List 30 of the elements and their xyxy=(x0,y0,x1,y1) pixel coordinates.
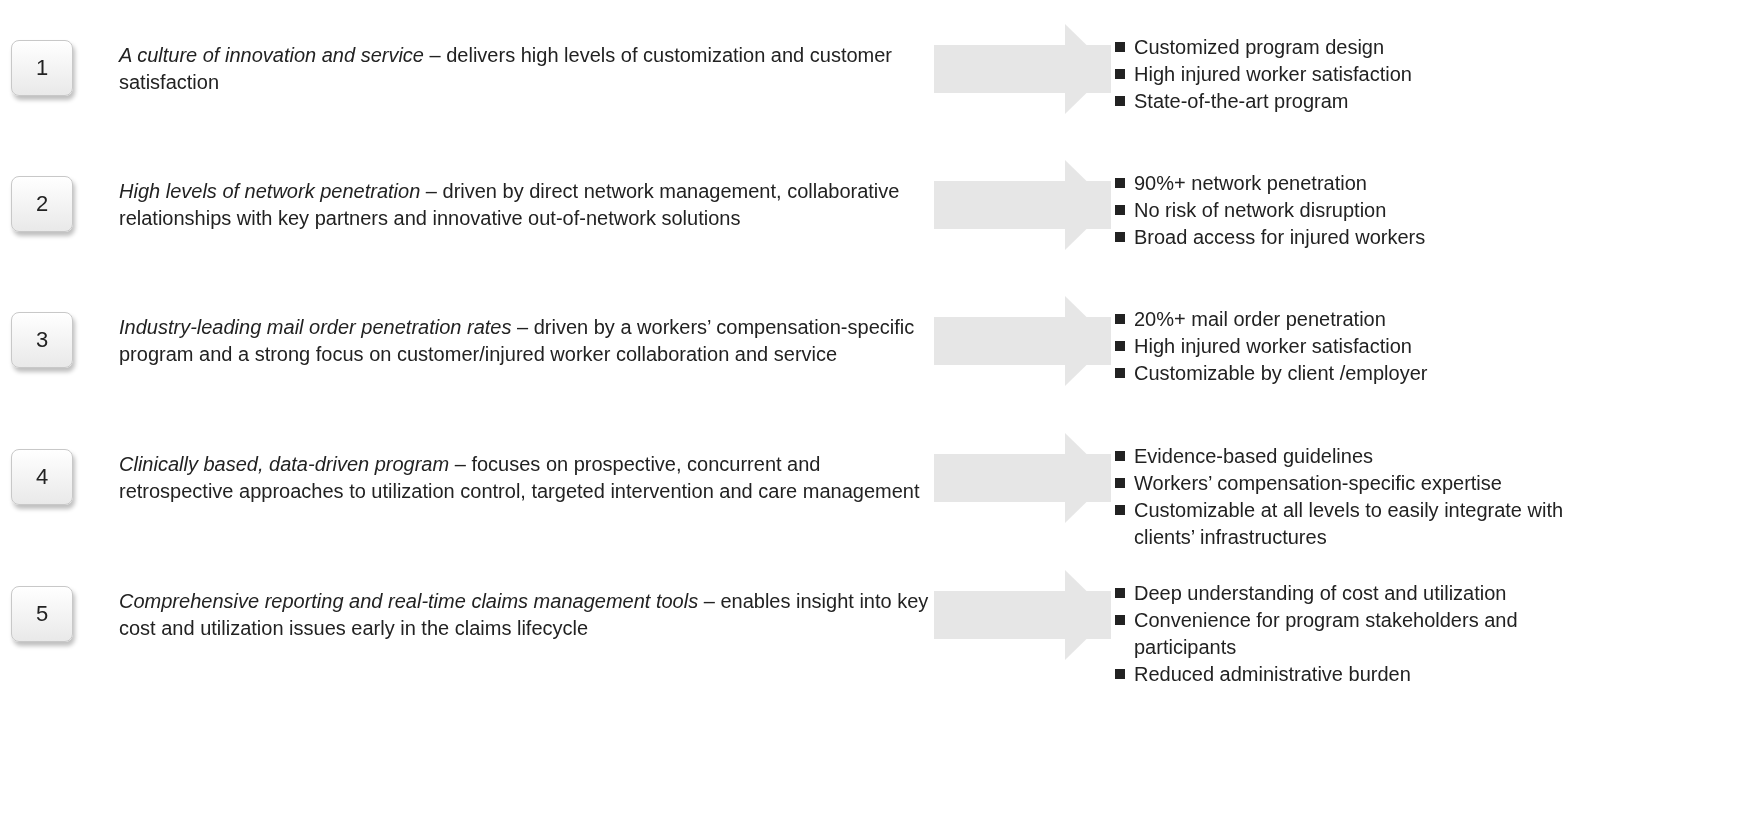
bullet-text: No risk of network disruption xyxy=(1134,198,1387,223)
description-text: Industry-leading mail order penetration rates – driven by a workers’ compensation-specific program and a strong focus on customer/injured worker collaboration and service xyxy=(119,314,934,368)
number-badge: 2 xyxy=(11,176,73,232)
description-text: Comprehensive reporting and real-time claims management tools – enables insight into key cost and utilization issues early in the claims lifecycle xyxy=(119,588,934,642)
description-text: Clinically based, data-driven program – focuses on prospective, concurrent and retrospective approaches to utilization control, targeted intervention and care management xyxy=(119,451,934,505)
number-badge: 5 xyxy=(11,586,73,642)
bullet-text: Customized program design xyxy=(1134,35,1385,60)
block-arrow xyxy=(934,160,1111,250)
description-text: A culture of innovation and service – delivers high levels of customization and customer satisfaction xyxy=(119,42,934,96)
number-badge: 4 xyxy=(11,449,73,505)
bullet-text: 90%+ network penetration xyxy=(1134,171,1367,196)
bullet-text: Broad access for injured workers xyxy=(1134,225,1426,250)
description-text: High levels of network penetration – driven by direct network management, collaborative relationships with key partners and innovative out-of-network solutions xyxy=(119,178,934,232)
block-arrow xyxy=(934,433,1111,523)
bullet-text: Workers’ compensation-specific expertise xyxy=(1134,471,1502,496)
bullet-text: State-of-the-art program xyxy=(1134,89,1349,114)
block-arrow xyxy=(934,570,1111,660)
bullet-text: Evidence-based guidelines xyxy=(1134,444,1374,469)
bullet-text: 20%+ mail order penetration xyxy=(1134,307,1386,332)
bullet-text: High injured worker satisfaction xyxy=(1134,334,1412,359)
block-arrow xyxy=(934,296,1111,386)
bullet-text: Convenience for program stakeholders and participants xyxy=(1134,608,1519,660)
bullet-text: Customizable at all levels to easily integrate with clients’ infrastructures xyxy=(1134,498,1565,550)
block-arrow xyxy=(934,24,1111,114)
bullet-text: Customizable by client /employer xyxy=(1134,361,1428,386)
bullet-text: Reduced administrative burden xyxy=(1134,662,1411,687)
number-badge: 1 xyxy=(11,40,73,96)
bullet-text: Deep understanding of cost and utilization xyxy=(1134,581,1507,606)
number-badge: 3 xyxy=(11,312,73,368)
bullet-text: High injured worker satisfaction xyxy=(1134,62,1412,87)
